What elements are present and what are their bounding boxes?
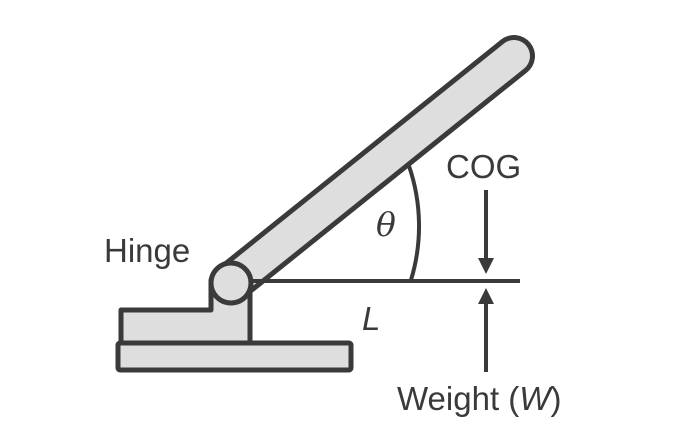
weight-arrow-head [478, 288, 494, 304]
base-bar [115, 340, 354, 373]
arm [215, 40, 530, 299]
length-label: L [362, 300, 380, 337]
hinge-label: Hinge [104, 232, 190, 269]
hinge-pin [208, 260, 254, 306]
theta-label: θ [376, 205, 396, 244]
weight-suffix: ) [550, 380, 561, 417]
weight-symbol: W [519, 380, 553, 417]
cog-label: COG [446, 148, 521, 185]
angle-arc [407, 165, 422, 281]
weight-label: Weight (W) [397, 380, 561, 417]
weight-prefix: Weight ( [397, 380, 519, 417]
cog-arrow-head [478, 258, 494, 274]
